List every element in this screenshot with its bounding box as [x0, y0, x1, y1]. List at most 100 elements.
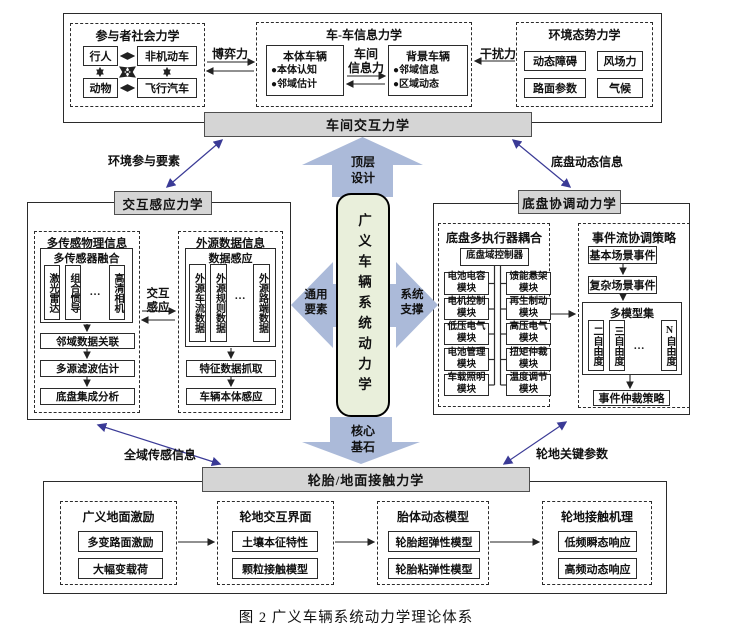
mutual-sensing-label: 交互 感应	[146, 288, 170, 315]
pedestrian-box: 行人	[83, 46, 118, 66]
contact-mechanism-group	[542, 501, 652, 585]
dof2-box: 二自由度	[588, 320, 604, 371]
fusion-ellipsis: …	[89, 286, 101, 298]
soil-property-box: 土壤本征特性	[232, 531, 318, 552]
dof3-box: 三自由度	[609, 320, 625, 371]
variable-road-excitation-box: 多变路面激励	[78, 531, 163, 552]
environment-group	[516, 22, 653, 107]
core-foundation-label: 核心 基石	[350, 424, 375, 454]
models-ellipsis: …	[633, 340, 645, 352]
background-vehicle-bullet-1: ●邻域信息	[393, 65, 440, 76]
background-vehicle-bullet-2: ●区域动态	[393, 79, 440, 90]
wind-field-box: 风场力	[597, 51, 643, 71]
ego-vehicle-title: 本体车辆	[283, 51, 327, 63]
sensing-chain-arrows	[83, 324, 235, 388]
module-low-voltage: 低压电气模块	[444, 322, 489, 345]
hyperelastic-model-box: 轮胎超弹性模型	[388, 531, 480, 552]
environment-group-title: 环境态势力学	[548, 28, 621, 42]
road-parameter-box: 路面参数	[524, 78, 586, 98]
dynamic-obstacle-box: 动态障碍	[524, 51, 586, 71]
chassis-dynamic-info-label: 底盘动态信息	[550, 155, 623, 169]
actuator-group-title: 底盘多执行器耦合	[445, 231, 542, 245]
module-battery-capacitor: 电池电容模块	[444, 272, 489, 295]
chassis-domain-controller-box: 底盘域控制器	[460, 248, 529, 266]
high-freq-response-box: 高频动态响应	[558, 558, 637, 579]
v2v-group	[256, 22, 472, 107]
module-battery-management: 电池管理模块	[444, 348, 489, 371]
ego-vehicle-bullet-1: ●本体认知	[271, 65, 318, 76]
animal-box: 动物	[83, 78, 118, 98]
multi-sensor-group-title: 多传感物理信息	[46, 238, 128, 250]
multi-model-set-title: 多模型集	[610, 308, 654, 320]
complex-scene-event-box: 复杂场景事件	[588, 276, 657, 294]
wheel-interface-title: 轮地交互界面	[239, 510, 312, 524]
background-vehicle-title: 背景车辆	[406, 51, 450, 63]
top-design-arrow	[302, 137, 423, 197]
participant-cross-arrows	[96, 52, 171, 92]
wheel-ground-params-label: 轮地关键参数	[535, 447, 608, 461]
ego-vehicle-bullet-2: ●邻域估计	[271, 79, 318, 90]
block-arrows	[291, 137, 438, 464]
system-support-arrow	[388, 262, 438, 348]
event-arbitration-box: 事件仲裁策略	[593, 390, 670, 406]
module-onboard-lighting: 车载照明模块	[444, 373, 489, 396]
event-chain-arrows	[619, 264, 634, 390]
module-regen-braking: 再生制动模块	[506, 297, 551, 320]
low-freq-response-box: 低频瞬态响应	[558, 531, 637, 552]
core-foundation-arrow	[302, 417, 420, 464]
chassis-coordination-bar: 底盘协调动力学	[518, 190, 621, 214]
chassis-bus	[489, 266, 506, 386]
hd-camera-box: 高清相机	[109, 265, 125, 320]
env-participation-label: 环境参与要素	[107, 154, 180, 168]
system-support-label: 系统 支撑	[400, 289, 424, 316]
module-regen-suspension: 馈能悬架模块	[506, 272, 551, 295]
tire-model-title: 胎体动态模型	[396, 510, 469, 524]
ego-vehicle-box: 本体车辆 ●本体认知 ●邻域估计	[266, 45, 344, 96]
v2v-group-title: 车-车信息力学	[326, 28, 402, 42]
neighborhood-association-box: 邻域数据关联	[40, 333, 135, 349]
diagonal-connectors	[96, 139, 572, 467]
figure-caption: 图 2 广义车辆系统动力学理论体系	[238, 610, 474, 626]
interaction-sensing-bar: 交互感应力学	[114, 191, 212, 215]
external-data-group-title: 外源数据信息	[196, 238, 265, 250]
ground-excitation-group	[60, 501, 177, 585]
basic-scene-event-box: 基本场景事件	[588, 246, 657, 264]
inter-vehicle-info-label: 车间 信息力	[347, 47, 384, 76]
disturbance-force-label: 干扰力	[479, 47, 516, 61]
module-torque-arbitration: 扭矩仲裁模块	[506, 348, 551, 371]
external-roadside-data-box: 外源路端数据	[253, 264, 270, 342]
external-data-group	[178, 231, 283, 413]
external-traffic-data-box: 外源车流数据	[189, 264, 206, 342]
top-design-label: 顶层 设计	[350, 155, 375, 185]
tire-model-group	[377, 501, 489, 585]
flying-car-box: 飞行汽车	[137, 78, 197, 98]
vehicle-interaction-bar: 车间交互力学	[204, 112, 532, 137]
tire-ground-bar: 轮胎/地面接触力学	[202, 467, 530, 492]
particle-contact-box: 颗粒接触模型	[232, 558, 318, 579]
large-load-variation-box: 大幅变载荷	[78, 558, 163, 579]
data-sensing-title: 数据感应	[208, 253, 253, 265]
game-force-label: 博弈力	[211, 47, 248, 61]
participant-group-title: 参与者社会力学	[95, 29, 180, 43]
sensor-fusion-title: 多传感器融合	[53, 253, 120, 265]
participant-group	[70, 23, 205, 107]
feature-capture-box: 特征数据抓取	[186, 360, 276, 377]
chassis-integration-box: 底盘集成分析	[40, 388, 135, 405]
multi-source-filter-box: 多源滤波估计	[40, 360, 135, 377]
external-rule-data-box: 外源规则数据	[210, 264, 227, 342]
background-vehicle-box: 背景车辆 ●邻域信息 ●区域动态	[388, 45, 468, 96]
contact-mechanism-title: 轮地接触机理	[560, 510, 633, 524]
imu-box: 组合惯导	[65, 265, 81, 320]
dofN-box: N自由度	[661, 320, 677, 371]
viscoelastic-model-box: 轮胎粘弹性模型	[388, 558, 480, 579]
non-motor-vehicle-box: 非机动车	[137, 46, 197, 66]
wheel-interface-group	[217, 501, 334, 585]
multi-sensor-group	[34, 231, 140, 413]
event-group	[578, 223, 690, 408]
collect-ellipsis: …	[234, 290, 246, 302]
core-dynamics-box: 广义车辆系统动力学	[336, 193, 390, 417]
event-group-title: 事件流协调策略	[591, 231, 676, 245]
ground-excitation-title: 广义地面激励	[82, 510, 155, 524]
common-elements-arrow	[291, 262, 342, 348]
